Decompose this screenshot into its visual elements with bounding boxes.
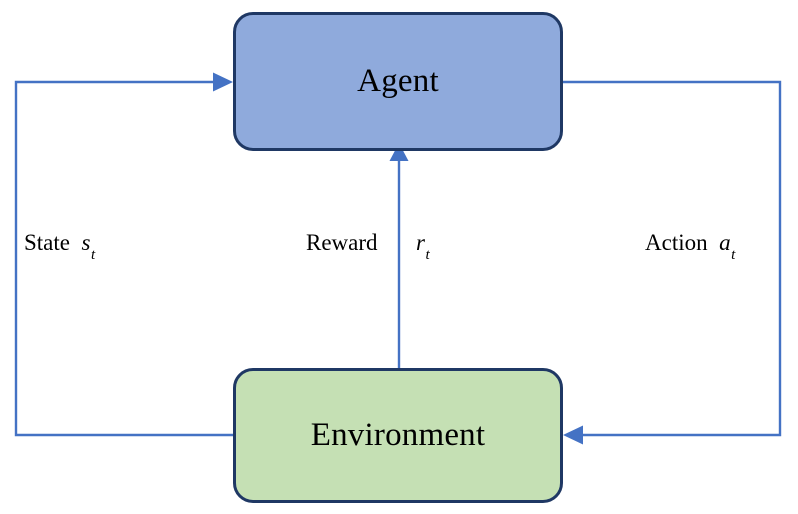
agent-node[interactable]: Agent (233, 12, 563, 151)
action-arrowhead-icon (563, 425, 583, 445)
reward-symbol: r (416, 230, 425, 255)
reward-edge-label: Reward (306, 231, 378, 254)
state-arrowhead-icon (213, 72, 233, 92)
environment-node[interactable]: Environment (233, 368, 563, 503)
action-symbol: a (719, 230, 731, 255)
agent-node-label: Agent (357, 63, 439, 99)
state-subscript: t (90, 245, 96, 263)
action-label-text: Action (645, 230, 708, 255)
state-symbol: s (81, 230, 91, 255)
state-edge-label: State st (24, 230, 95, 262)
action-edge-label: Action at (645, 230, 735, 262)
reward-label-text: Reward (306, 230, 378, 255)
reward-edge-symbol-label: rt (416, 230, 430, 262)
edge-reward (389, 143, 409, 368)
environment-node-label: Environment (310, 417, 486, 453)
state-label-text: State (24, 230, 70, 255)
action-subscript: t (731, 245, 736, 263)
edge-action (563, 80, 782, 445)
reward-subscript: t (425, 245, 430, 263)
